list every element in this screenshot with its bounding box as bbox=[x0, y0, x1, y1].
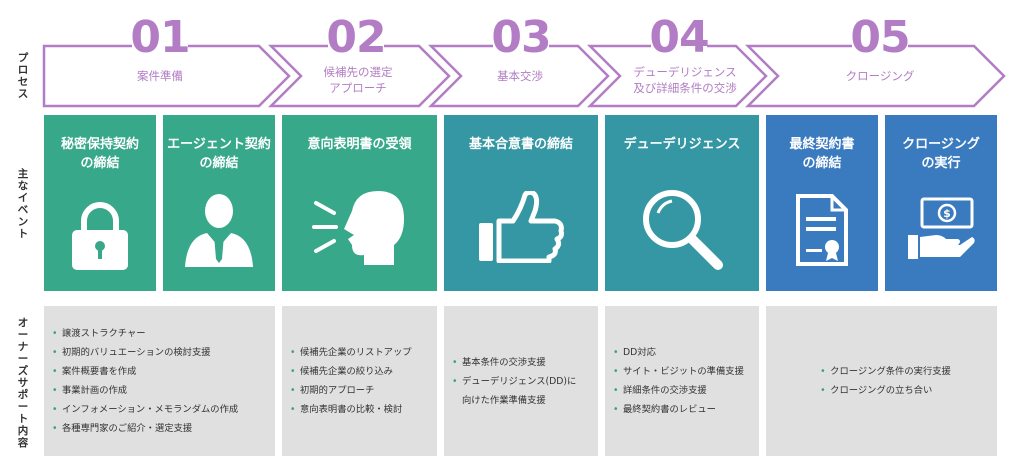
process-arrow-1 bbox=[42, 44, 291, 108]
support-item: インフォメーション・メモランダムの作成 bbox=[52, 400, 238, 419]
event-title-dd: デューデリジェンス bbox=[623, 137, 741, 152]
row-label-process: プロセス bbox=[14, 52, 32, 100]
row-label-support-char: ー bbox=[17, 329, 29, 341]
row-label-process-char: セ bbox=[17, 76, 29, 88]
event-dd: デューデリジェンス bbox=[605, 115, 759, 291]
row-label-support-char: ー bbox=[17, 401, 29, 413]
event-loi: 意向表明書の受領 bbox=[282, 115, 437, 291]
step-number-01: 01 bbox=[130, 12, 190, 63]
support-item: 案件概要書を作成 bbox=[52, 362, 238, 381]
process-arrows bbox=[42, 38, 1006, 108]
support-box-2: 候補先企業のリストアップ候補先企業の絞り込み初期的アプローチ意向表明書の比較・検… bbox=[282, 306, 437, 456]
support-item: 初期的バリュエーションの検討支援 bbox=[52, 343, 238, 362]
support-item: 事業計画の作成 bbox=[52, 381, 238, 400]
support-item: サイト・ビジットの準備支援 bbox=[613, 362, 744, 381]
step-label-05: クロージング bbox=[845, 69, 915, 83]
lock-icon bbox=[72, 202, 128, 270]
event-closing: クロージング の実行 $ bbox=[885, 115, 997, 291]
support-item: 詳細条件の交渉支援 bbox=[613, 381, 744, 400]
thumbs-up-icon bbox=[479, 191, 564, 263]
row-label-support-char: ト bbox=[17, 413, 29, 425]
process-arrow-4 bbox=[586, 44, 768, 108]
step-label-01: 案件準備 bbox=[137, 69, 183, 83]
process-arrow-3 bbox=[427, 44, 610, 108]
row-label-process-char: ス bbox=[17, 88, 29, 100]
step-label-02: 候補先の選定 アプローチ bbox=[323, 65, 393, 95]
support-item: 意向表明書の比較・検討 bbox=[290, 400, 412, 419]
agent-person-icon bbox=[185, 194, 253, 267]
magnifier-icon bbox=[643, 190, 723, 270]
row-label-events-char: イ bbox=[17, 192, 29, 204]
event-nda: 秘密保持契約 の締結 bbox=[44, 115, 156, 291]
support-item: クロージングの立ち合い bbox=[820, 381, 951, 400]
row-label-support-char: ポ bbox=[17, 389, 29, 401]
row-label-events-char: な bbox=[17, 180, 29, 192]
row-label-process-char: ロ bbox=[17, 64, 29, 76]
svg-text:$: $ bbox=[943, 207, 951, 220]
row-label-support-char: 内 bbox=[17, 425, 29, 437]
support-item: 候補先企業のリストアップ bbox=[290, 343, 412, 362]
row-label-events: 主なイベント bbox=[14, 168, 32, 240]
support-item: クロージング条件の実行支援 bbox=[820, 362, 951, 381]
row-label-support-char: ズ bbox=[17, 365, 29, 377]
row-label-events-char: ン bbox=[17, 216, 29, 228]
row-label-process-char: プ bbox=[17, 52, 29, 64]
row-label-events-char: 主 bbox=[17, 168, 29, 180]
event-title-loi: 意向表明書の受領 bbox=[307, 137, 412, 152]
step-number-04: 04 bbox=[649, 12, 709, 63]
row-label-support-char: サ bbox=[17, 377, 29, 389]
row-label-support-char: オ bbox=[17, 317, 29, 329]
support-box-5: クロージング条件の実行支援クロージングの立ち合い bbox=[766, 306, 997, 456]
step-label-04: デューデリジェンス 及び詳細条件の交渉 bbox=[633, 65, 737, 95]
support-item: 譲渡ストラクチャー bbox=[52, 324, 238, 343]
event-title-nda: 秘密保持契約 の締結 bbox=[60, 137, 139, 171]
support-box-3: 基本条件の交渉支援デューデリジェンス(DD)に 向けた作業準備支援 bbox=[444, 306, 598, 456]
support-item: 最終契約書のレビュー bbox=[613, 400, 744, 419]
event-mou: 基本合意書の締結 bbox=[444, 115, 598, 291]
step-number-03: 03 bbox=[491, 12, 551, 63]
row-label-events-char: ト bbox=[17, 228, 29, 240]
hand-money-icon: $ bbox=[908, 197, 975, 259]
support-item: DD対応 bbox=[613, 343, 744, 362]
step-number-05: 05 bbox=[850, 12, 910, 63]
row-label-support: オーナーズサポート内容 bbox=[14, 317, 32, 449]
speaking-head-icon bbox=[311, 191, 404, 265]
event-title-final-contract: 最終契約書 の締結 bbox=[789, 137, 855, 171]
event-title-agent: エージェント契約 の締結 bbox=[167, 137, 271, 171]
event-final-contract: 最終契約書 の締結 bbox=[766, 115, 878, 291]
support-box-4: DD対応サイト・ビジットの準備支援詳細条件の交渉支援最終契約書のレビュー bbox=[605, 306, 759, 456]
process-arrow-2 bbox=[267, 44, 451, 108]
row-label-events-char: ベ bbox=[17, 204, 29, 216]
step-number-02: 02 bbox=[326, 12, 386, 63]
row-label-support-char: ナ bbox=[17, 341, 29, 353]
row-label-support-char: ー bbox=[17, 353, 29, 365]
row-label-support-char: 容 bbox=[17, 437, 29, 449]
step-label-03: 基本交渉 bbox=[497, 69, 543, 83]
support-item: 候補先企業の絞り込み bbox=[290, 362, 412, 381]
support-item: 各種専門家のご紹介・選定支援 bbox=[52, 419, 238, 438]
certificate-document-icon bbox=[796, 194, 848, 266]
support-item: 基本条件の交渉支援 bbox=[452, 353, 576, 372]
support-box-1: 譲渡ストラクチャー初期的バリュエーションの検討支援案件概要書を作成事業計画の作成… bbox=[44, 306, 275, 456]
support-item: デューデリジェンス(DD)に 向けた作業準備支援 bbox=[452, 372, 576, 410]
process-arrow-5 bbox=[744, 44, 1006, 108]
support-item: 初期的アプローチ bbox=[290, 381, 412, 400]
event-title-mou: 基本合意書の締結 bbox=[468, 137, 573, 152]
event-title-closing: クロージング の実行 bbox=[902, 137, 980, 171]
event-agent: エージェント契約 の締結 bbox=[163, 115, 275, 291]
